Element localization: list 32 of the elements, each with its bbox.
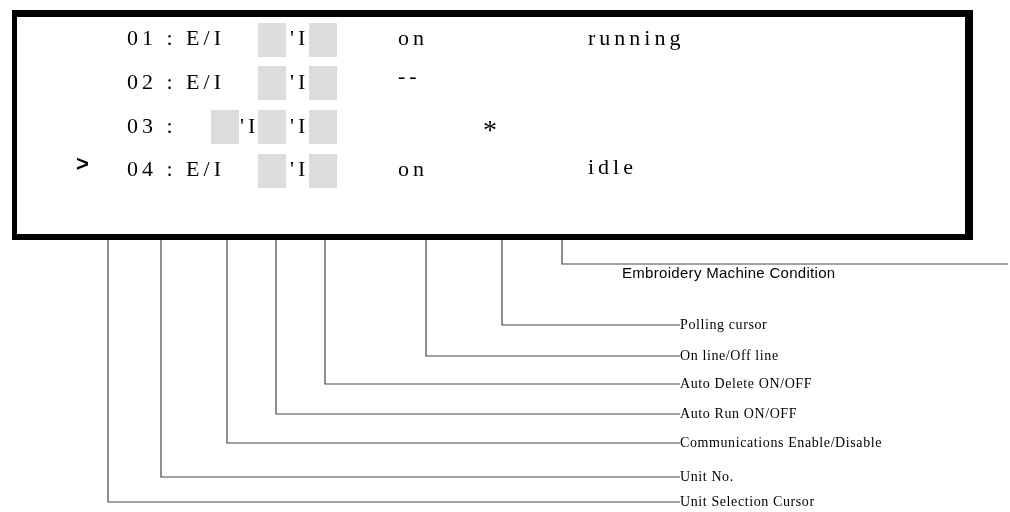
callout-label: Embroidery Machine Condition: [622, 265, 836, 281]
screen-text: --: [398, 64, 421, 88]
callout-label: Polling cursor: [680, 317, 768, 333]
screen-text: on: [398, 26, 428, 50]
leader-line: [160, 239, 681, 478]
leader-line: [107, 239, 681, 503]
callout-label: Communications Enable/Disable: [680, 435, 883, 451]
screen-text: 03 :: [127, 114, 177, 138]
screen-text: 'I: [290, 157, 310, 181]
screen-text: 04 : E/I: [127, 157, 225, 181]
leader-line: [561, 239, 1009, 265]
callout-label: Auto Run ON/OFF: [680, 406, 798, 422]
screen-text: 02 : E/I: [127, 70, 225, 94]
screen-text: on: [398, 157, 428, 181]
callout-label: Unit Selection Cursor: [680, 494, 815, 510]
screen-text: 'I: [290, 26, 310, 50]
screen-text: 01 : E/I: [127, 26, 225, 50]
callout-label: Auto Delete ON/OFF: [680, 376, 813, 392]
leader-line: [501, 239, 681, 326]
leader-line: [275, 239, 681, 415]
callout-label: Unit No.: [680, 469, 734, 485]
screen-text: 'I: [240, 114, 260, 138]
leader-line: [425, 239, 681, 357]
selection-cursor-mark: >: [76, 152, 93, 176]
screen-text: running: [588, 26, 685, 50]
callout-label: On line/Off line: [680, 348, 779, 364]
screen-text: 'I: [290, 70, 310, 94]
screen-text: idle: [588, 155, 637, 179]
leader-line: [226, 239, 681, 444]
screen-text: 'I: [290, 114, 310, 138]
polling-cursor-mark: *: [483, 118, 501, 142]
leader-line: [324, 239, 681, 385]
